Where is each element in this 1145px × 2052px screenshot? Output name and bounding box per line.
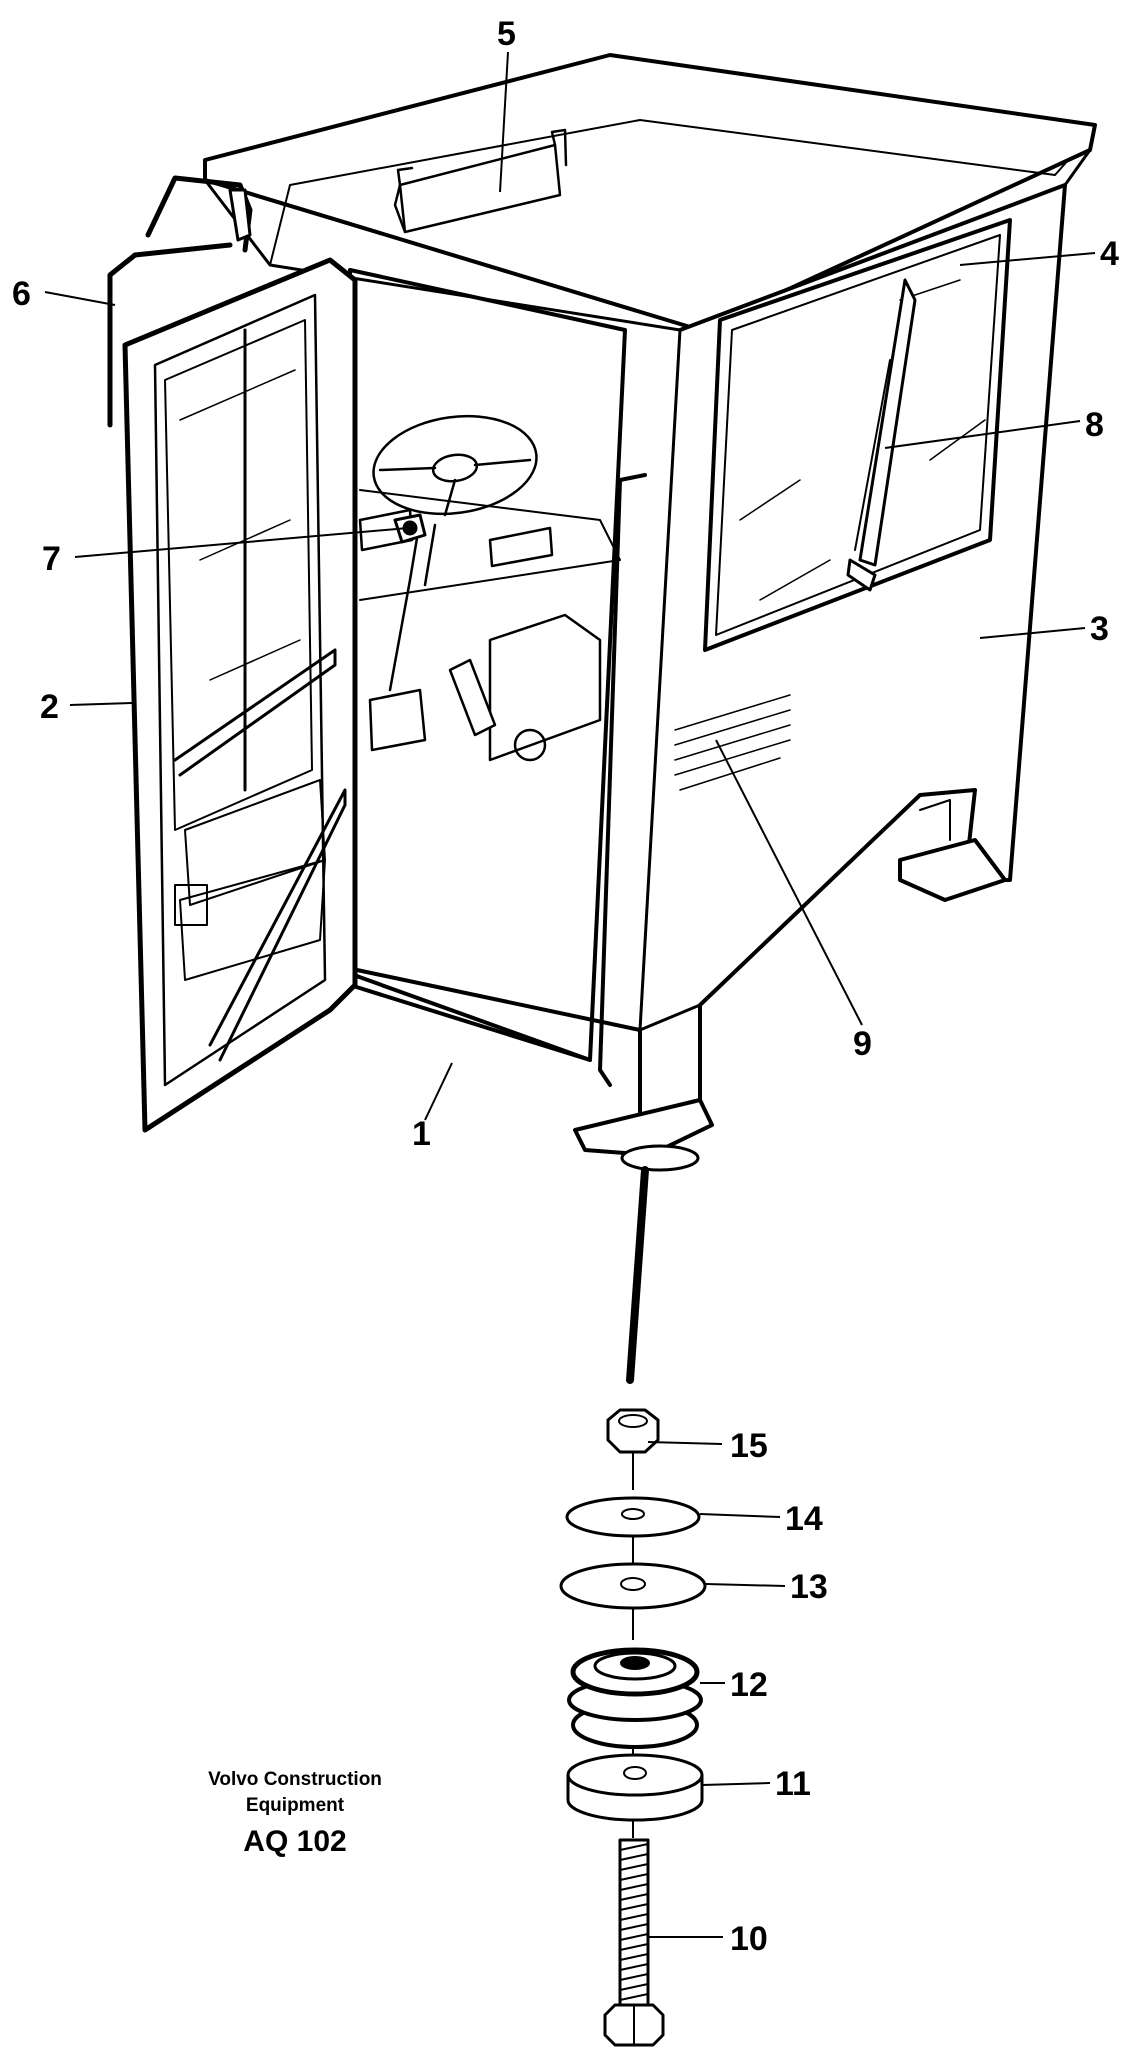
washer-part-13 xyxy=(559,1562,707,1640)
mount-axis-line xyxy=(626,1166,649,1384)
control-lever xyxy=(393,513,427,544)
side-window xyxy=(703,218,1012,652)
wiper xyxy=(846,278,917,592)
cab-interior xyxy=(358,414,621,762)
callout-12: 12 xyxy=(730,1666,768,1704)
callout-3: 3 xyxy=(1090,610,1109,648)
rubber-mount-part-12 xyxy=(567,1647,703,1770)
leader-lines xyxy=(44,51,1096,1938)
callout-10: 10 xyxy=(730,1920,768,1958)
rear-mount xyxy=(898,799,1007,902)
callout-8: 8 xyxy=(1085,406,1104,444)
callout-14: 14 xyxy=(785,1500,823,1538)
callout-7: 7 xyxy=(42,540,61,578)
nut-part-15 xyxy=(606,1408,660,1490)
cab-illustration xyxy=(107,53,1097,1384)
manufacturer-division: Equipment xyxy=(245,1795,345,1816)
washer-part-14 xyxy=(565,1496,701,1565)
callout-9: 9 xyxy=(853,1025,872,1063)
handrail xyxy=(598,473,647,1087)
callout-numbers: 1 2 3 4 5 6 7 8 9 10 11 12 13 14 15 xyxy=(12,15,1119,1958)
callout-4: 4 xyxy=(1100,235,1119,273)
washer-part-11 xyxy=(566,1753,704,1838)
front-mount xyxy=(573,1098,714,1172)
callout-13: 13 xyxy=(790,1568,828,1606)
bolt-part-10 xyxy=(603,1838,665,2047)
manufacturer-name: Volvo Construction xyxy=(208,1769,382,1790)
drawing-code: AQ 102 xyxy=(243,1825,347,1858)
callout-2: 2 xyxy=(40,688,59,726)
callout-1: 1 xyxy=(412,1115,431,1153)
callout-15: 15 xyxy=(730,1427,768,1465)
cab-door xyxy=(122,257,358,1133)
callout-6: 6 xyxy=(12,275,31,313)
mount-parts xyxy=(559,1408,707,2047)
callout-11: 11 xyxy=(775,1765,811,1803)
roof-hatch xyxy=(393,128,568,234)
floor-vent xyxy=(674,694,791,791)
grab-handle xyxy=(107,175,253,428)
callout-5: 5 xyxy=(497,15,516,53)
